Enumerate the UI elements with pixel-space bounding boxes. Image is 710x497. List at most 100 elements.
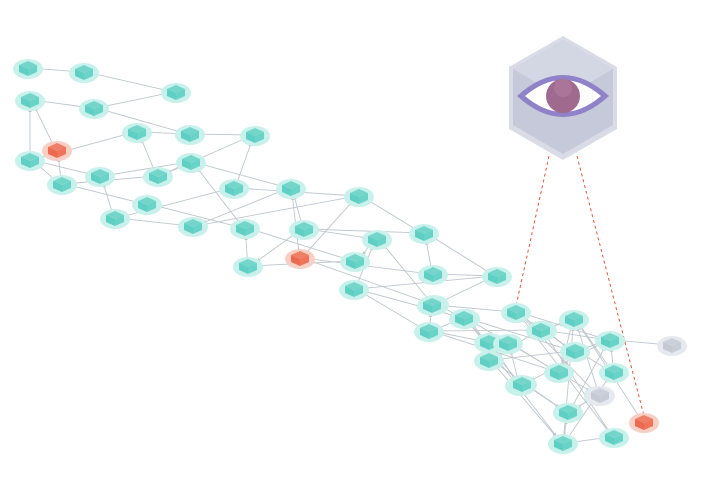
- cube-icon: [559, 405, 577, 420]
- edge-n47-n44: [580, 325, 609, 366]
- cube-icon: [550, 365, 568, 380]
- edge-n23-n22: [256, 233, 296, 262]
- eye-icon: [509, 36, 617, 160]
- edge-n18-n14: [125, 217, 184, 226]
- edge-n20-n18: [202, 190, 282, 224]
- observer-pupil-highlight: [554, 79, 572, 97]
- node-n38-verified: [493, 334, 523, 354]
- node-n50-verified: [548, 434, 578, 454]
- cube-icon: [181, 127, 199, 142]
- node-n51-verified: [599, 428, 629, 448]
- cube-icon: [149, 169, 167, 184]
- cube-icon: [499, 336, 517, 351]
- cube-icon: [167, 85, 185, 100]
- edge-n25-n21: [306, 202, 352, 253]
- cube-icon: [236, 221, 254, 236]
- node-n20-verified: [276, 179, 306, 199]
- node-n49-verified: [553, 403, 583, 423]
- node-n63-pending: [657, 336, 687, 356]
- cube-icon: [423, 298, 441, 313]
- node-n21-verified: [344, 187, 374, 207]
- edge-n19-n16: [197, 168, 240, 223]
- node-n30-verified: [339, 280, 369, 300]
- node-n11-verified: [85, 167, 115, 187]
- edge-n57-n55: [584, 354, 606, 369]
- edge-n36-n34: [439, 331, 480, 341]
- edge-n31-n27: [383, 245, 428, 299]
- node-n12-verified: [143, 167, 173, 187]
- edge-n31-n25: [309, 260, 425, 302]
- edge-n12-n07: [141, 139, 155, 169]
- node-n07-verified: [122, 123, 152, 143]
- edge-n24-n21: [368, 200, 416, 230]
- cube-icon: [225, 181, 243, 196]
- node-n03-verified: [15, 91, 45, 111]
- edge-n15-n10: [72, 185, 138, 203]
- node-n42-verified: [560, 342, 590, 362]
- cube-icon: [48, 143, 66, 158]
- node-n22-verified: [233, 257, 263, 277]
- node-n53-verified: [474, 351, 504, 371]
- node-n17-verified: [219, 179, 249, 199]
- edge-n10-n09: [57, 158, 61, 177]
- cube-icon: [420, 324, 438, 339]
- node-n37-verified: [501, 303, 531, 323]
- cube-icon: [424, 267, 442, 282]
- edge-n08-n05: [104, 109, 181, 133]
- edge-n60-n56: [551, 329, 601, 340]
- cube-icon: [282, 181, 300, 196]
- node-n08-verified: [175, 125, 205, 145]
- cube-icon: [19, 61, 37, 76]
- observer-links-layer: [515, 155, 645, 417]
- edge-n28-n24: [425, 241, 432, 267]
- node-n04-verified: [161, 83, 191, 103]
- edge-n09-n03: [34, 107, 53, 144]
- edge-n13-n08: [200, 132, 246, 136]
- cube-icon: [605, 365, 623, 380]
- node-n65-pending: [585, 386, 615, 406]
- edge-n24-n23: [314, 227, 415, 234]
- cube-icon: [138, 197, 156, 212]
- edge-n16-n11: [110, 162, 182, 176]
- cube-icon: [663, 338, 681, 353]
- edge-n53-n50: [495, 365, 557, 437]
- cube-icon: [346, 254, 364, 269]
- cube-icon: [601, 333, 619, 348]
- cube-icon: [184, 219, 202, 234]
- cube-icon: [345, 282, 363, 297]
- cube-icon: [507, 305, 525, 320]
- node-n46-verified: [595, 331, 625, 351]
- edge-n29-n28: [443, 272, 488, 277]
- node-n43-verified: [526, 321, 556, 341]
- edge-n63-n60: [620, 339, 663, 345]
- node-n01-verified: [13, 59, 43, 79]
- cube-icon: [488, 269, 506, 284]
- edge-n55-n52: [473, 319, 566, 350]
- node-n19-verified: [230, 219, 260, 239]
- cube-icon: [106, 211, 124, 226]
- cube-icon: [565, 312, 583, 327]
- edge-n10-n06: [38, 164, 55, 180]
- node-n16-verified: [176, 153, 206, 173]
- cube-icon: [239, 259, 257, 274]
- cube-icon: [480, 353, 498, 368]
- edge-n11-n06: [40, 160, 91, 175]
- edge-n32-n29: [440, 279, 488, 303]
- node-n26-verified: [340, 252, 370, 272]
- cube-icon: [21, 153, 39, 168]
- edge-n02-n01: [38, 67, 75, 72]
- edge-n22-n19: [244, 236, 248, 259]
- node-n25-flagged: [285, 249, 315, 269]
- cube-icon: [591, 388, 609, 403]
- edge-n05-n03: [40, 99, 85, 108]
- edge-n26-n19: [254, 229, 346, 260]
- cube-icon: [532, 323, 550, 338]
- cube-icon: [246, 128, 264, 143]
- cube-icon: [75, 65, 93, 80]
- cube-icon: [21, 93, 39, 108]
- edge-n08-n07: [147, 130, 181, 135]
- edge-n37-n32: [442, 304, 507, 312]
- edge-n47-n46: [609, 348, 614, 365]
- edge-n40-n38: [509, 351, 518, 378]
